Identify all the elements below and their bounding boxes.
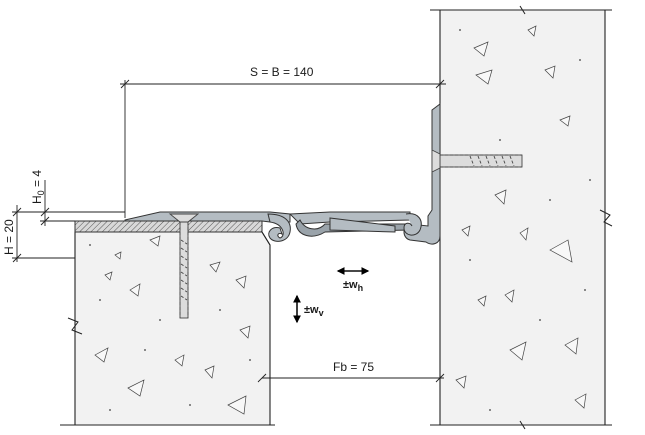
gap-label: Fb = 75 bbox=[333, 360, 374, 374]
vertical-movement-indicator: ±wv bbox=[293, 294, 324, 324]
right-concrete-wall bbox=[430, 5, 613, 430]
centre-sliding-plate bbox=[288, 211, 411, 237]
horizontal-movement-indicator: ±wh bbox=[336, 267, 370, 293]
concrete-aggregate-left bbox=[89, 235, 251, 415]
h0-label: H0 = 4 bbox=[30, 170, 46, 204]
wv-label: ±wv bbox=[304, 304, 324, 318]
height-label: H = 20 bbox=[2, 219, 16, 255]
right-profile bbox=[403, 103, 441, 245]
concrete-aggregate-right bbox=[455, 25, 591, 411]
wh-label: ±wh bbox=[343, 279, 363, 293]
left-profile bbox=[124, 211, 291, 242]
dimension-h0: H0 = 4 bbox=[30, 170, 75, 226]
left-concrete-slab bbox=[60, 231, 275, 426]
dimension-height: H = 20 bbox=[2, 205, 125, 263]
span-label: S = B = 140 bbox=[250, 65, 314, 79]
bedding-layer bbox=[74, 220, 263, 233]
dimension-gap: Fb = 75 bbox=[257, 360, 445, 383]
right-anchor-screw bbox=[431, 149, 523, 173]
left-anchor-screw bbox=[168, 213, 200, 319]
dimension-span: S = B = 140 bbox=[120, 65, 446, 218]
